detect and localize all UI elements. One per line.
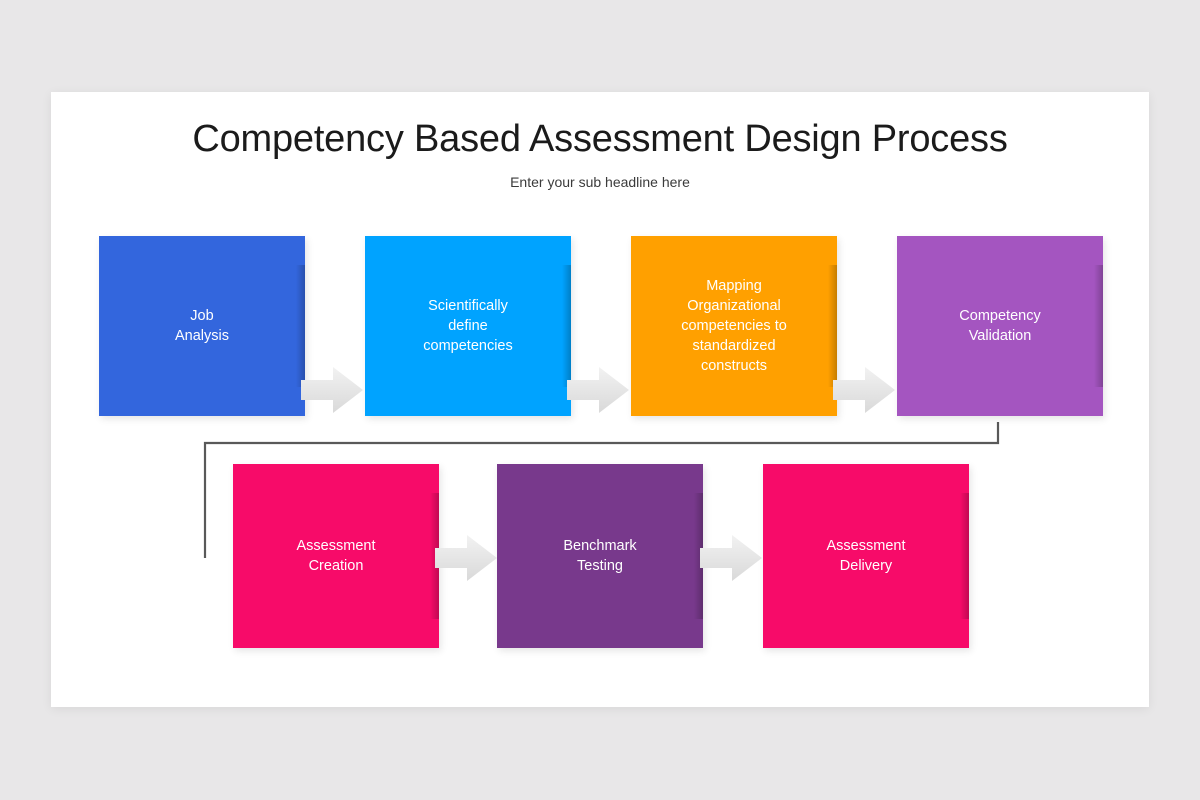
arrow-step5-step6 xyxy=(435,532,497,584)
process-step-label: Competency Validation xyxy=(959,308,1041,344)
process-step-label: Assessment Delivery xyxy=(826,538,906,574)
slide-card: Competency Based Assessment Design Proce… xyxy=(51,92,1149,707)
process-step-label: Job Analysis xyxy=(175,308,229,344)
process-step-label: Benchmark Testing xyxy=(563,538,637,574)
process-step-label: Mapping Organizational competencies to s… xyxy=(681,278,787,374)
arrow-step1-step2 xyxy=(301,364,363,416)
process-step-competency-validation[interactable]: Competency Validation xyxy=(897,236,1103,416)
arrow-step6-step7 xyxy=(700,532,762,584)
elbow-connector xyxy=(203,422,1000,558)
process-step-mapping-organizational-competencies[interactable]: Mapping Organizational competencies to s… xyxy=(631,236,837,416)
arrow-step2-step3 xyxy=(567,364,629,416)
process-step-benchmark-testing[interactable]: Benchmark Testing xyxy=(497,464,703,648)
process-step-scientifically-define-competencies[interactable]: Scientifically define competencies xyxy=(365,236,571,416)
page-title: Competency Based Assessment Design Proce… xyxy=(192,118,1008,160)
process-flow-diagram: Job Analysis Scientifically define compe… xyxy=(51,92,1149,707)
process-step-label: Assessment Creation xyxy=(296,538,376,574)
process-step-label: Scientifically define competencies xyxy=(423,298,513,354)
page-subtitle: Enter your sub headline here xyxy=(510,174,690,190)
process-step-assessment-creation[interactable]: Assessment Creation xyxy=(233,464,439,648)
process-step-job-analysis[interactable]: Job Analysis xyxy=(99,236,305,416)
process-step-assessment-delivery[interactable]: Assessment Delivery xyxy=(763,464,969,648)
arrow-step3-step4 xyxy=(833,364,895,416)
